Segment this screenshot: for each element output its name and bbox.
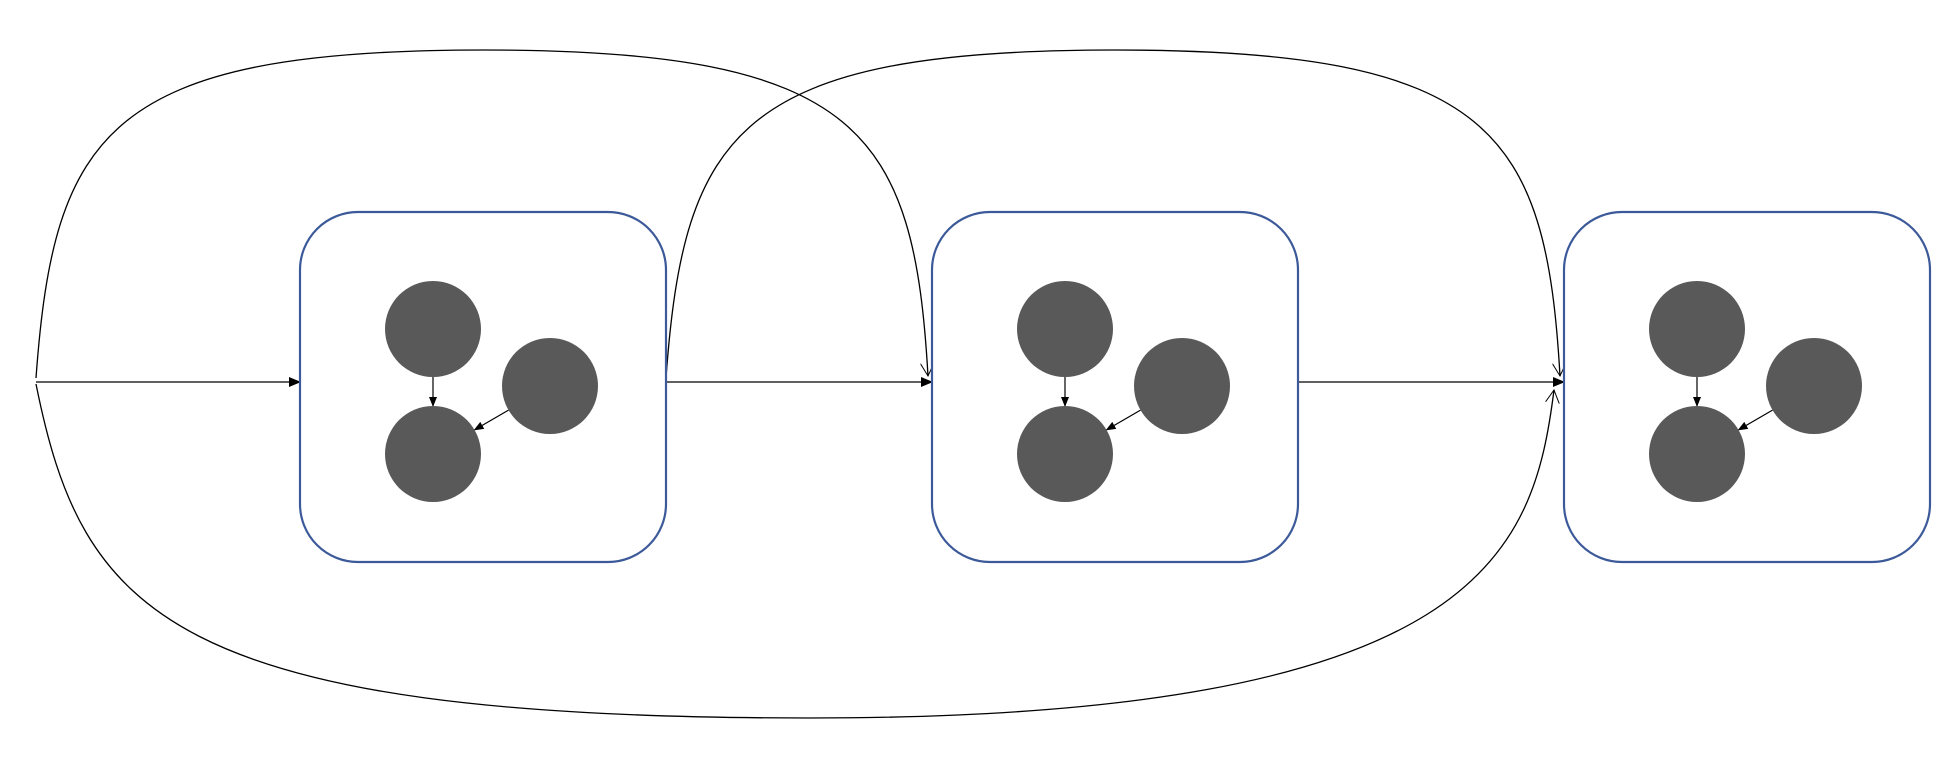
- outer-edges-layer: [35, 49, 1564, 719]
- group-3-node-bottom[interactable]: [1649, 406, 1745, 502]
- group-1-edge-right-bottom: [473, 409, 509, 431]
- group-1: [298, 210, 668, 564]
- group-3-box[interactable]: [1562, 210, 1932, 564]
- group-2: [930, 210, 1300, 564]
- edge-group-1-to-group-3: [665, 49, 1560, 379]
- group-3-node-right[interactable]: [1766, 338, 1862, 434]
- group-2-node-bottom[interactable]: [1017, 406, 1113, 502]
- group-3: [1562, 210, 1932, 564]
- group-1-node-right[interactable]: [502, 338, 598, 434]
- group-2-node-right[interactable]: [1134, 338, 1230, 434]
- group-2-box[interactable]: [930, 210, 1300, 564]
- group-1-node-top[interactable]: [385, 281, 481, 377]
- group-3-node-top[interactable]: [1649, 281, 1745, 377]
- group-2-node-top[interactable]: [1017, 281, 1113, 377]
- group-3-edge-right-bottom: [1737, 409, 1773, 431]
- edge-input-to-group-3: [35, 383, 1554, 719]
- groups-layer: [298, 210, 1932, 564]
- edge-input-to-group-2: [35, 49, 928, 379]
- group-1-box[interactable]: [298, 210, 668, 564]
- group-1-node-bottom[interactable]: [385, 406, 481, 502]
- group-2-edge-right-bottom: [1105, 409, 1141, 431]
